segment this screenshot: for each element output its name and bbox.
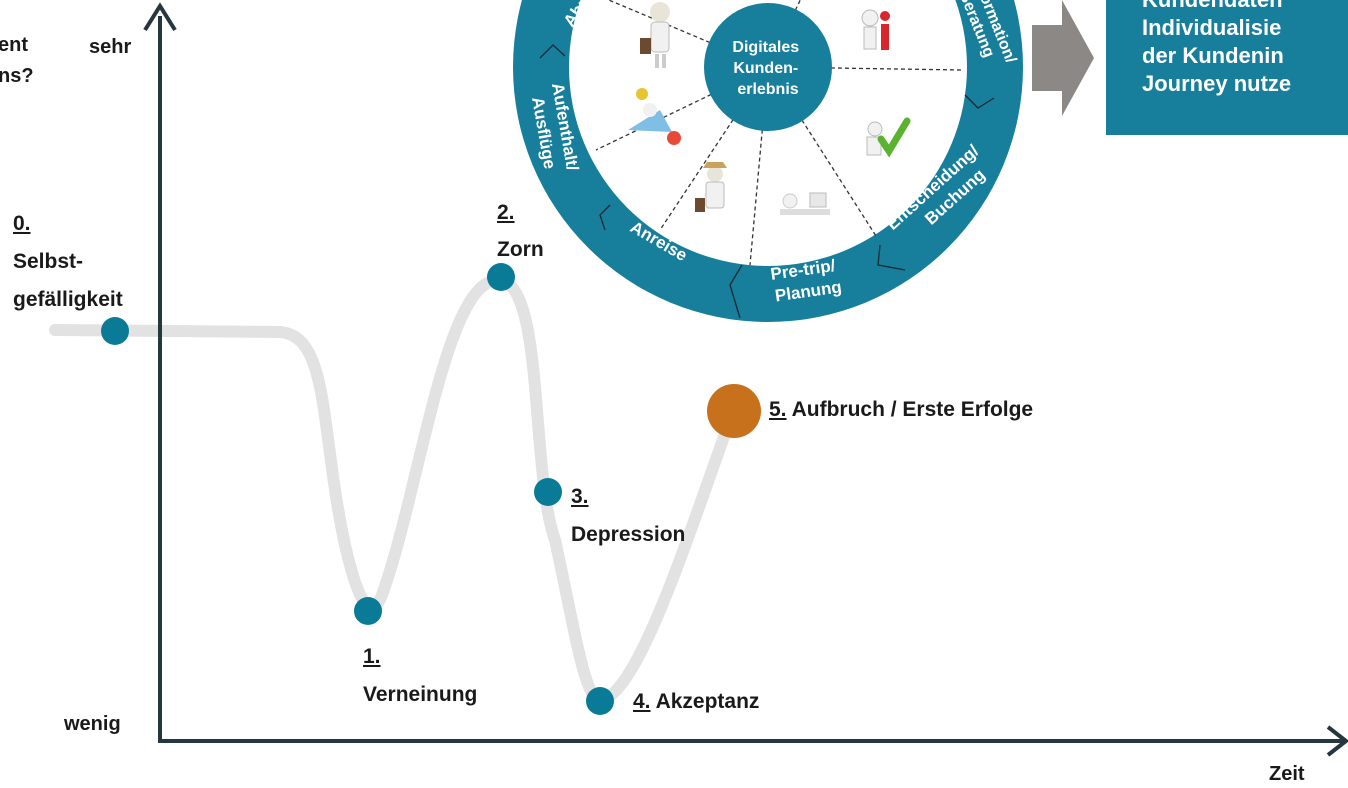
stage-0-marker [101,317,129,345]
customer-journey-wheel: Digitales Kunden- erlebnis [513,0,1023,322]
traveler-icon [640,2,670,68]
y-axis-title-partial: ent ns? [0,34,34,87]
wheel-center-label: Digitales Kunden- erlebnis [732,39,803,98]
stage-5-label: 5. Aufbruch / Erste Erfolge [769,398,1034,421]
traveler-icon-2 [695,162,727,212]
callout-box: Kundendaten Individualisie der Kundenin … [1106,0,1348,135]
laptop-user-icon [780,192,830,215]
stage-3-marker [534,478,562,506]
stage-2-marker [487,263,515,291]
stage-0-label: 0. Selbst- gefälligkeit [13,212,123,311]
wheel-center [704,3,832,131]
wheel-inner-face [569,0,967,266]
stage-4-marker [586,687,614,715]
right-arrow-icon [1032,0,1094,116]
stage-1-label: 1. Verneinung [363,645,478,706]
y-axis-low-label: wenig [64,713,121,735]
info-icon [861,9,890,50]
stage-2-label: 2. Zorn [497,201,544,261]
stage-1-marker [354,597,382,625]
checkmark-icon [866,117,911,158]
y-axis-high-label: sehr [89,36,132,58]
stage-3-label: 3. Depression [571,485,686,546]
callout-text: Kundendaten Individualisie der Kundenin … [1142,0,1292,96]
y-axis-arrow [143,2,177,32]
stage-5-marker [707,384,761,438]
stage-4-label: 4. Akzeptanz [633,690,760,713]
x-axis-arrow [1326,725,1348,757]
x-axis-label: Zeit [1269,763,1305,785]
beach-chair-icon [628,88,681,145]
